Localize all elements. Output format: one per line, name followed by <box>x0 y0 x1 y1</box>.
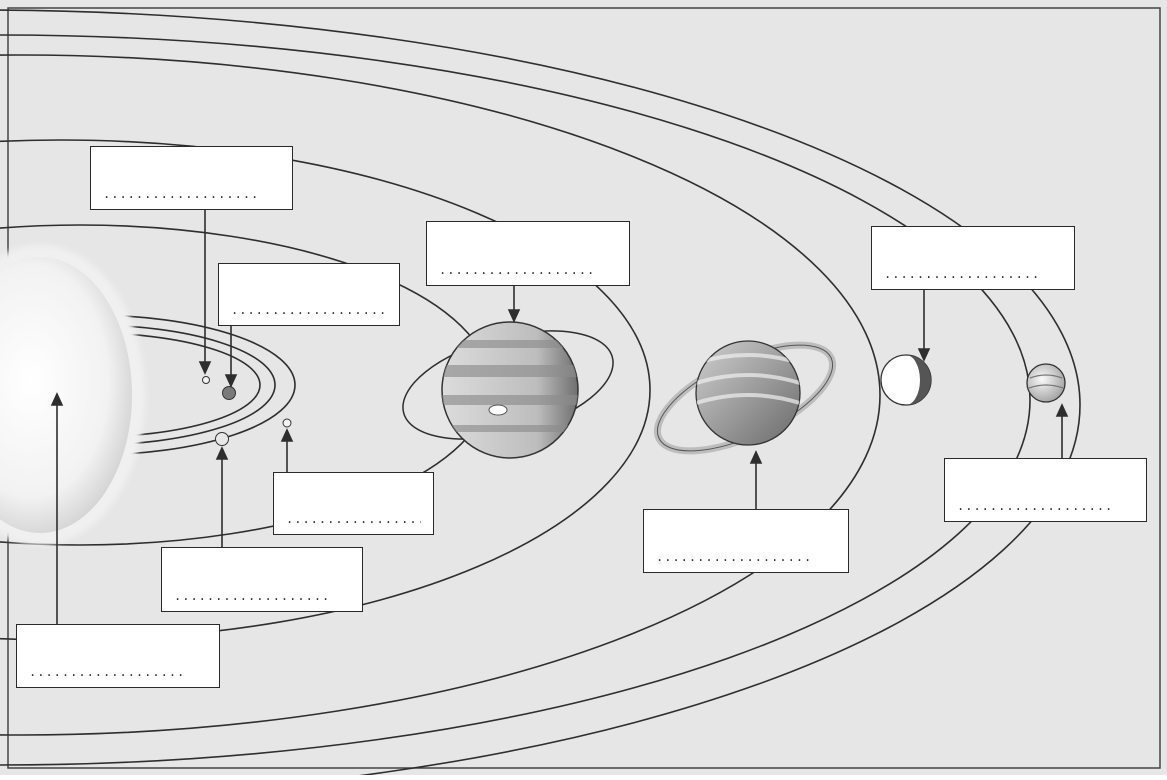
label-box-jupiter[interactable]: ................... <box>426 221 630 286</box>
answer-blank[interactable]: ................... <box>656 552 813 562</box>
label-box-sun[interactable]: ................... <box>16 624 220 688</box>
saturn-icon <box>653 340 837 455</box>
answer-blank[interactable]: ................... <box>286 514 421 524</box>
orbit-neptune <box>0 9 1081 780</box>
label-box-uranus[interactable]: ................... <box>871 226 1075 290</box>
label-box-venus[interactable]: ................... <box>218 263 400 326</box>
pointer-arrows <box>50 210 1069 625</box>
answer-blank[interactable]: ................... <box>231 305 387 315</box>
jupiter-icon <box>402 321 614 459</box>
label-box-mercury[interactable]: ................... <box>90 146 293 210</box>
answer-blank[interactable]: ................... <box>103 189 260 199</box>
orbit-saturn <box>0 54 881 736</box>
neptune-icon <box>1026 363 1066 403</box>
label-box-earth[interactable]: ................... <box>161 547 363 612</box>
answer-blank[interactable]: ................... <box>884 269 1041 279</box>
answer-blank[interactable]: ................... <box>439 265 596 275</box>
label-box-saturn[interactable]: ................... <box>643 509 849 573</box>
label-box-neptune[interactable]: ................... <box>944 458 1147 522</box>
uranus-icon <box>880 354 932 406</box>
sun-icon <box>0 245 145 545</box>
mars-icon <box>282 418 292 428</box>
mercury-icon <box>202 376 210 384</box>
answer-blank[interactable]: ................... <box>957 501 1114 511</box>
label-box-mars[interactable]: ................... <box>273 472 434 535</box>
earth-icon <box>215 432 229 446</box>
venus-icon <box>222 386 236 400</box>
answer-blank[interactable]: ................... <box>29 667 186 677</box>
answer-blank[interactable]: ................... <box>174 591 331 601</box>
orbit-uranus <box>0 34 1031 766</box>
